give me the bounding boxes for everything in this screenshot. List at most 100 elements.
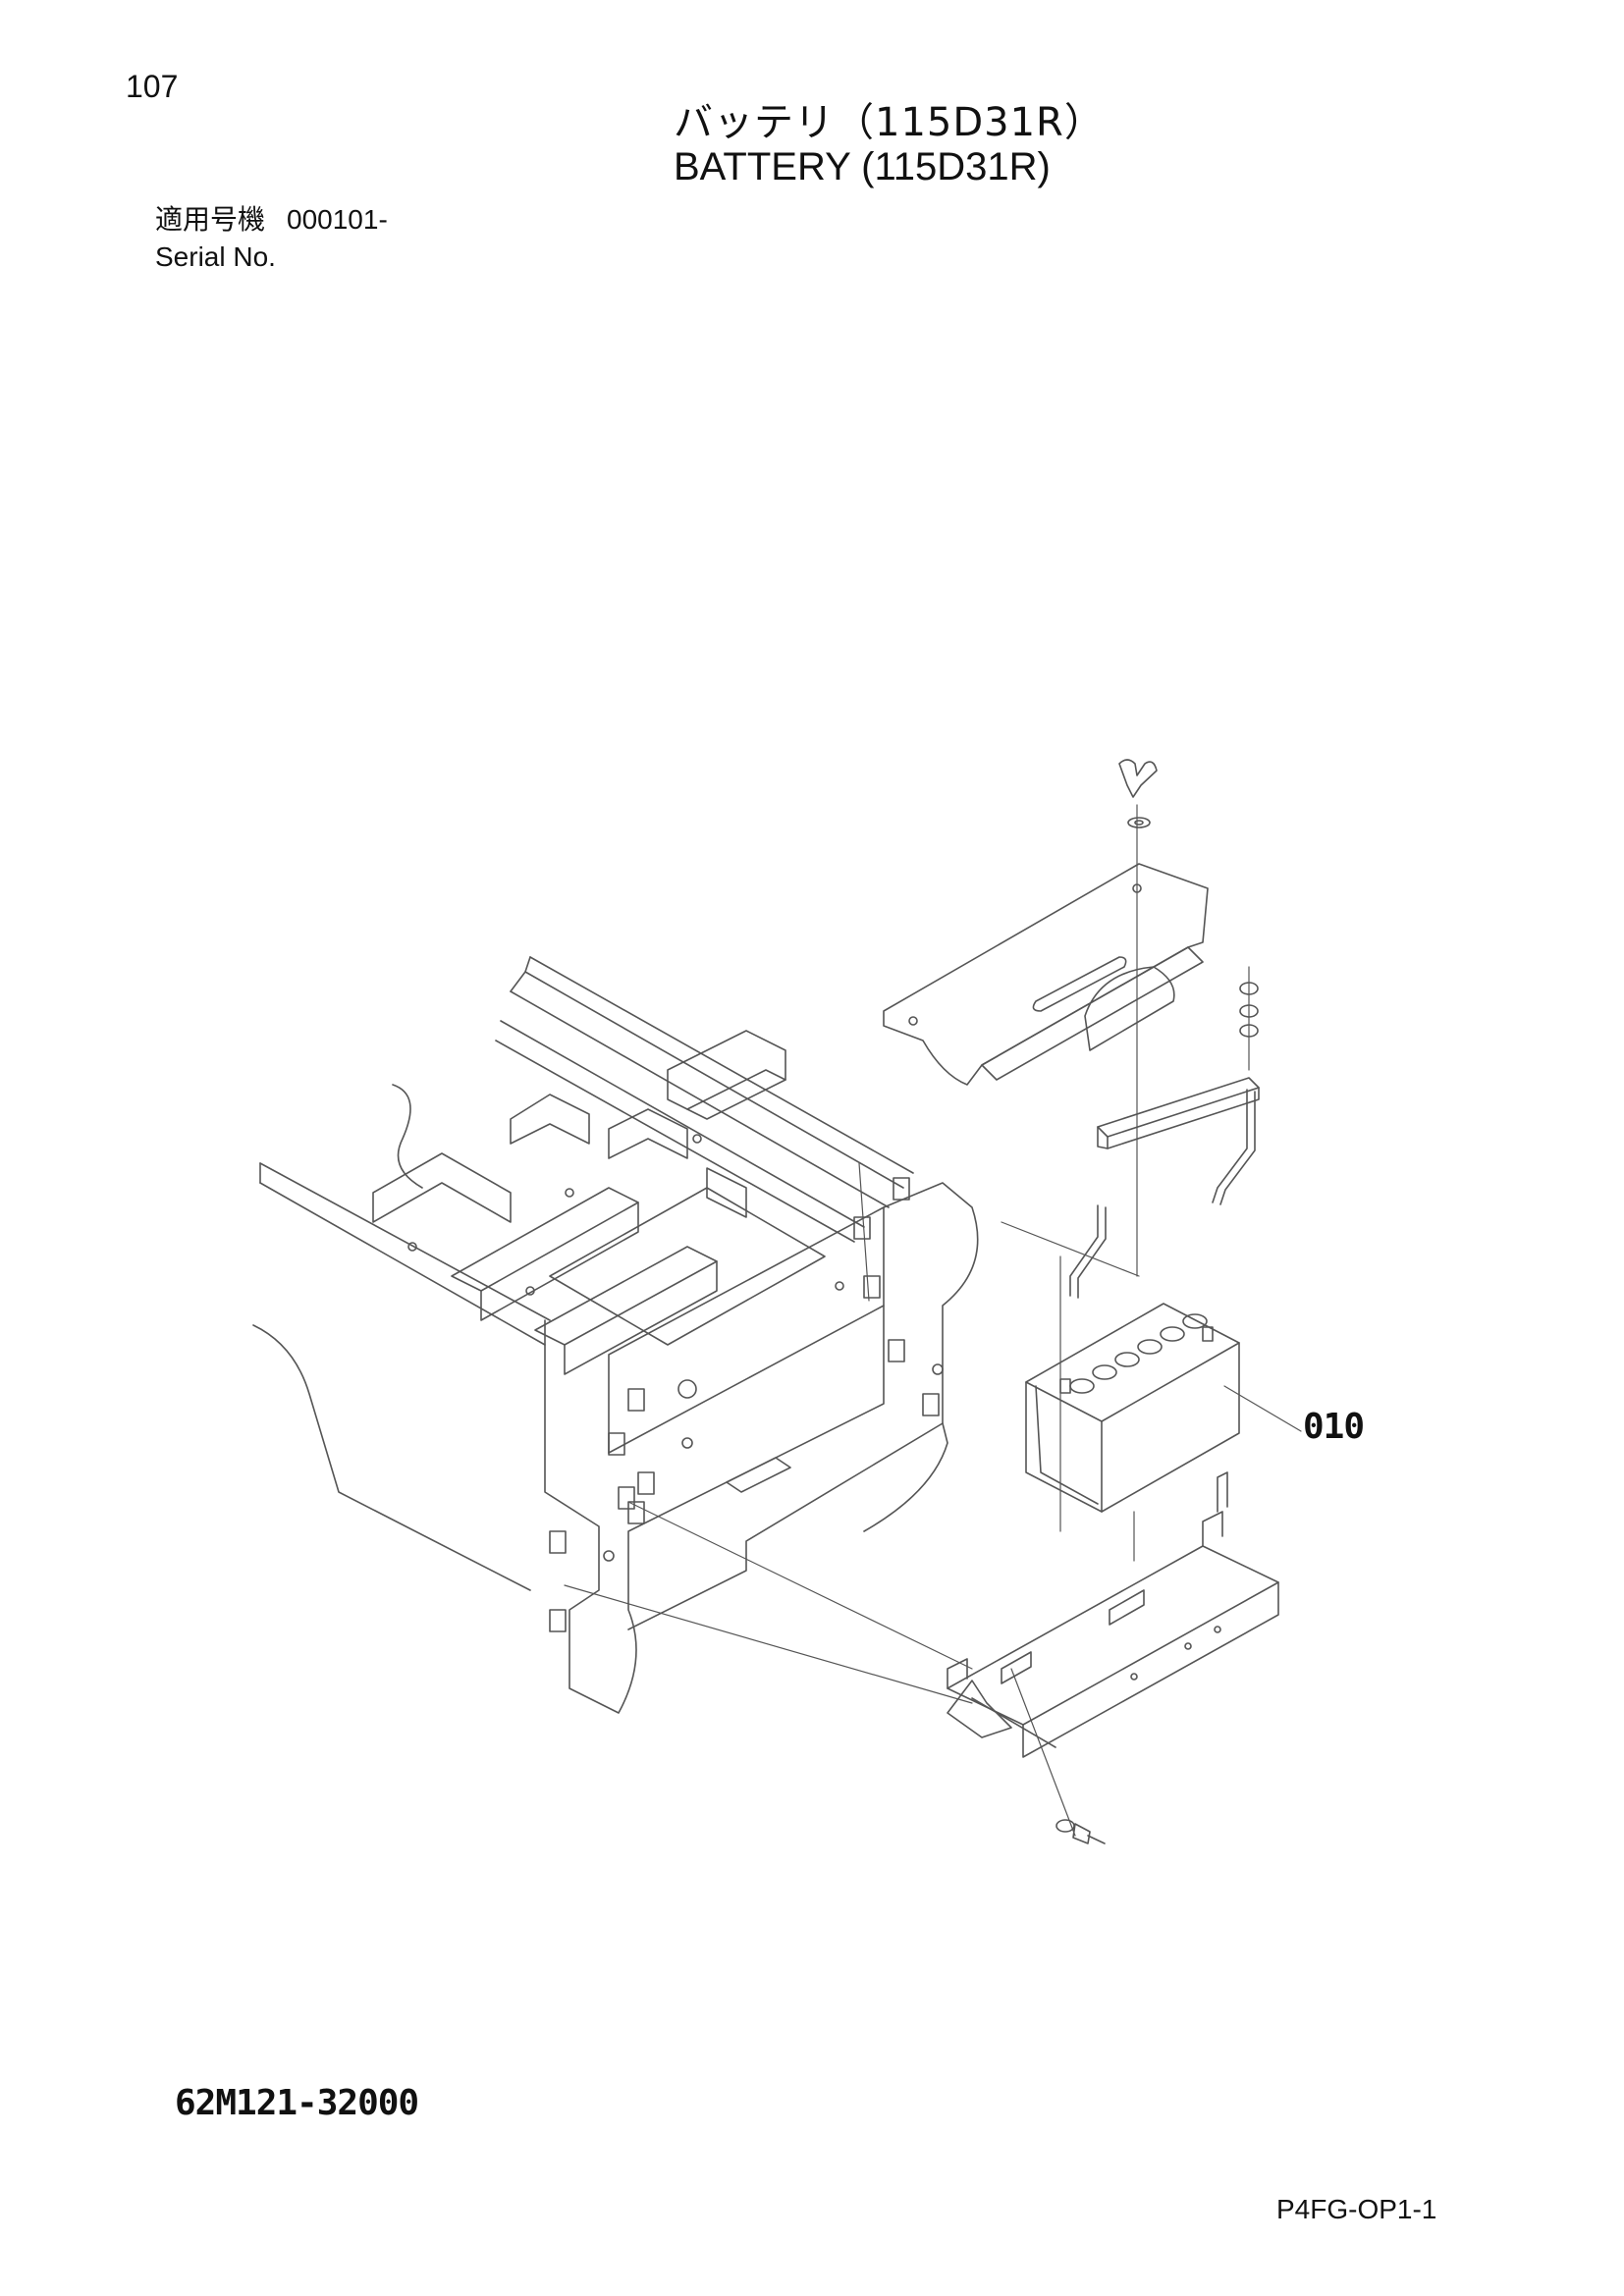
bolt-shank: [1087, 1835, 1106, 1844]
battery-tray: [947, 1471, 1279, 1758]
leader-line: [564, 1584, 973, 1704]
frame-side-line: [259, 1182, 546, 1346]
battery-terminals: [1059, 1326, 1214, 1394]
hold-down-assembly: [1069, 1077, 1260, 1299]
tray-hole: [1130, 1673, 1138, 1681]
frame-clip: [893, 1177, 910, 1201]
frame-clips: [549, 1177, 940, 1632]
tray-hole: [1184, 1642, 1192, 1650]
leader-line: [858, 1162, 870, 1302]
frame-rail-line: [500, 1020, 865, 1228]
frame-side-plate-edge: [608, 1206, 885, 1454]
battery-terminal-icon: [1202, 1326, 1214, 1342]
frame-clip: [627, 1388, 645, 1412]
nut-icon: [1239, 1004, 1259, 1018]
tray-slot: [1109, 1589, 1145, 1626]
frame-rail-line: [524, 971, 904, 1189]
frame-block-edge: [686, 1069, 786, 1110]
frame-clip: [608, 1432, 625, 1456]
frame-crossmember-face: [564, 1260, 718, 1375]
cover-slot: [1032, 956, 1127, 1012]
battery-cap-icon: [1137, 1339, 1163, 1355]
frame-bracket: [706, 1167, 747, 1218]
frame-clip: [853, 1216, 871, 1240]
battery-cap-icon: [1160, 1326, 1185, 1342]
frame-clip: [888, 1339, 905, 1362]
frame-rail-line: [529, 956, 914, 1174]
frame-clip: [549, 1609, 567, 1632]
cover-recess: [1084, 966, 1175, 1051]
cover-flange: [981, 946, 1204, 1081]
hold-down-bar-face: [1107, 1087, 1260, 1149]
battery-010: [1025, 1303, 1240, 1513]
tray-hole: [1214, 1626, 1221, 1633]
j-bolt-right: [1219, 1091, 1256, 1205]
frame-hole: [603, 1550, 615, 1562]
callout-label-010: 010: [1303, 1407, 1365, 1447]
battery-cap-icon: [1114, 1352, 1140, 1367]
battery-cap-icon: [1092, 1364, 1117, 1380]
callout-leader-010: [1223, 1385, 1302, 1432]
serial-label-en: Serial No.: [155, 241, 276, 272]
battery-side-face: [1101, 1342, 1240, 1513]
nut-stack: [1239, 982, 1259, 1038]
washer-hole: [1134, 820, 1144, 826]
washer-icon: [1239, 1024, 1259, 1038]
tray-back-tab: [1202, 1511, 1223, 1547]
frame-opening: [549, 1187, 826, 1346]
battery-caps: [1069, 1313, 1208, 1394]
frame-rail-line: [510, 990, 890, 1208]
j-bolt-left: [1077, 1206, 1107, 1299]
serial-label-jp: 適用号機: [155, 203, 266, 236]
frame-rail-line: [495, 1040, 855, 1243]
bolt-assembly: [1056, 1819, 1106, 1844]
battery-front-face: [1025, 1381, 1103, 1513]
frame-clip: [637, 1471, 655, 1495]
page-number: 107: [126, 69, 179, 104]
title-japanese: バッテリ（115D31R）: [674, 100, 1105, 145]
frame-hole: [932, 1363, 944, 1375]
frame-hole: [677, 1379, 697, 1399]
frame-hole: [692, 1134, 702, 1144]
frame-curve: [392, 1084, 423, 1189]
battery-edge: [1035, 1385, 1099, 1505]
frame-clip: [922, 1393, 940, 1416]
tray-back-lip: [1217, 1471, 1228, 1513]
battery-cap-icon: [1069, 1378, 1095, 1394]
frame-rail-end: [510, 956, 531, 992]
tray-left-tab: [947, 1658, 968, 1689]
frame-block: [608, 1108, 688, 1159]
frame-end-plate: [627, 1182, 979, 1630]
frame-block: [510, 1094, 590, 1145]
cover-plate: [883, 863, 1209, 1086]
j-bolt-right: [1212, 1089, 1248, 1203]
page-code: P4FG-OP1-1: [1276, 2194, 1437, 2224]
frame-hole: [407, 1242, 417, 1252]
machine-frame: [252, 956, 979, 1714]
drawing-number: 62M121-32000: [175, 2083, 419, 2123]
frame-clip: [549, 1530, 567, 1554]
leader-line: [1001, 1221, 1140, 1277]
nut-icon: [1239, 982, 1259, 995]
j-bolt-left: [1069, 1204, 1099, 1297]
frame-clip: [618, 1486, 635, 1510]
frame-lower-curve: [252, 1324, 531, 1591]
title-english: BATTERY (115D31R): [674, 145, 1051, 188]
cover-hole: [1132, 883, 1142, 893]
cover-hole: [908, 1016, 918, 1026]
leader-line: [1010, 1668, 1076, 1837]
frame-side-line: [259, 1162, 551, 1321]
frame-crossmember: [451, 1187, 639, 1292]
tray-mount-bracket: [947, 1680, 1012, 1738]
tray-floor: [947, 1545, 1279, 1726]
frame-hole: [525, 1286, 535, 1296]
frame-slot: [726, 1457, 791, 1493]
bolt-icon: [1072, 1823, 1091, 1844]
tray-slot: [1001, 1651, 1032, 1684]
frame-side-plate: [544, 1305, 885, 1714]
battery-terminal-icon: [1059, 1378, 1071, 1394]
frame-clip: [863, 1275, 881, 1299]
